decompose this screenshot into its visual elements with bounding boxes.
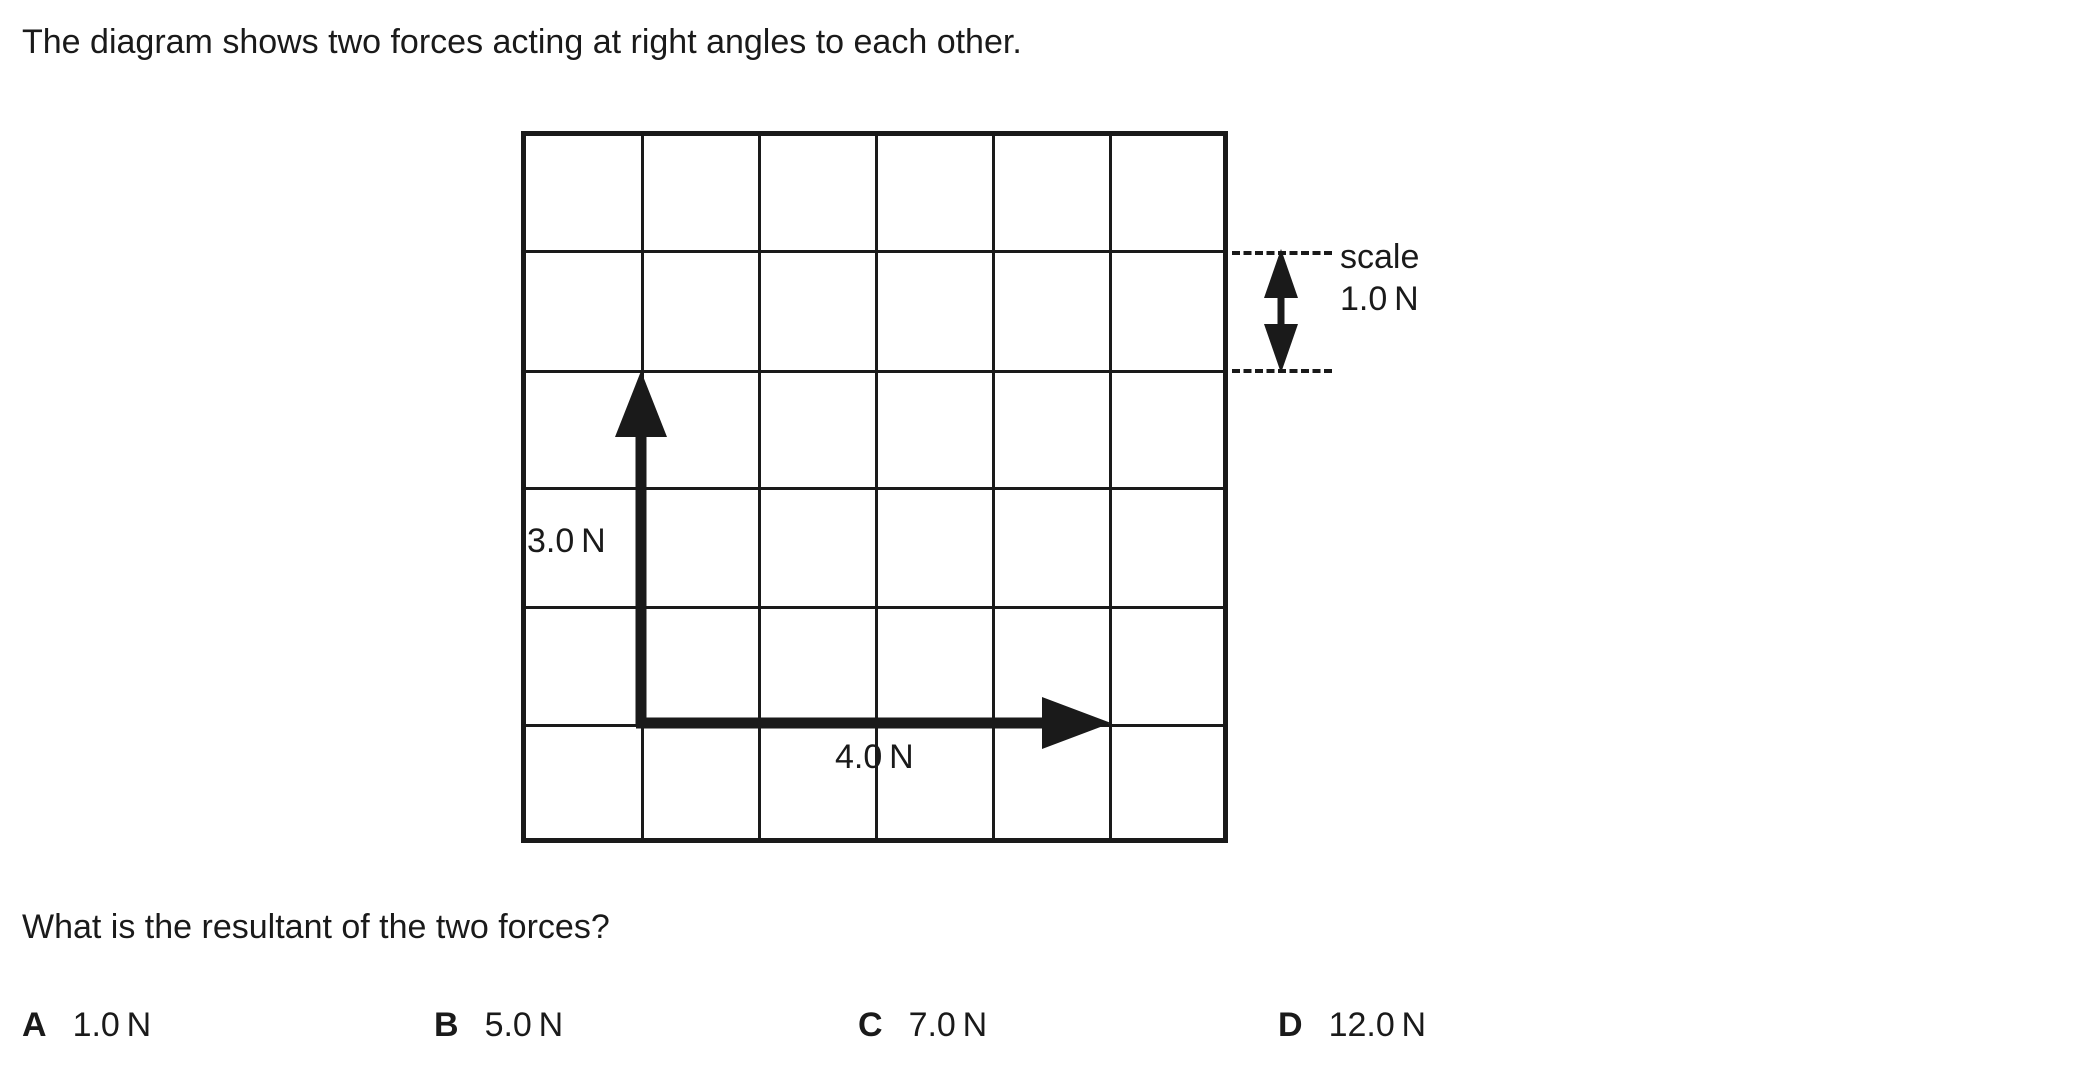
answer-option-b[interactable]: B 5.0 N [434, 1008, 563, 1042]
scale-dash-bottom [1232, 369, 1332, 373]
grid-line-horizontal [526, 724, 1223, 727]
force-vectors [615, 371, 1111, 749]
scale-value-label: 1.0 N [1340, 280, 1419, 318]
answer-option-d[interactable]: D 12.0 N [1278, 1008, 1426, 1042]
scale-key: scale 1.0 N [1232, 236, 1562, 388]
horizontal-force-label: 4.0 N [835, 738, 914, 776]
grid-line-horizontal [526, 370, 1223, 373]
scale-arrowhead-down [1264, 324, 1298, 373]
grid-line-vertical [758, 136, 761, 838]
answer-option-b-letter: B [434, 1006, 459, 1044]
answer-option-c-letter: C [858, 1006, 883, 1044]
answer-option-c[interactable]: C 7.0 N [858, 1008, 987, 1042]
grid-line-horizontal [526, 487, 1223, 490]
grid-line-horizontal [526, 606, 1223, 609]
force-grid [521, 131, 1228, 843]
answer-option-c-value: 7.0 N [908, 1006, 988, 1044]
grid-line-vertical [641, 136, 644, 838]
vertical-force-label: 3.0 N [527, 522, 606, 560]
grid-line-vertical [992, 136, 995, 838]
scale-arrowhead-up [1264, 249, 1298, 298]
answer-option-a-value: 1.0 N [72, 1006, 152, 1044]
answer-option-d-value: 12.0 N [1328, 1006, 1427, 1044]
vertical-force-arrowhead [615, 371, 667, 437]
force-diagram: 3.0 N 4.0 N scale 1.0 N [521, 131, 1562, 843]
question-text: What is the resultant of the two forces? [22, 908, 610, 946]
horizontal-force-arrow [636, 697, 1111, 749]
answer-option-a[interactable]: A 1.0 N [22, 1008, 151, 1042]
horizontal-force-arrowhead [1042, 697, 1111, 749]
intro-text: The diagram shows two forces acting at r… [22, 23, 1022, 61]
answer-options: A 1.0 N B 5.0 N C 7.0 N D 12.0 N [22, 1008, 2072, 1058]
scale-double-arrow [1264, 249, 1298, 373]
scale-dash-top [1232, 251, 1332, 255]
answer-option-d-letter: D [1278, 1006, 1303, 1044]
grid-line-vertical [1109, 136, 1112, 838]
vertical-force-arrow [615, 371, 667, 725]
answer-option-b-value: 5.0 N [484, 1006, 564, 1044]
scale-label: scale [1340, 238, 1420, 276]
answer-option-a-letter: A [22, 1006, 47, 1044]
grid-line-vertical [875, 136, 878, 838]
grid-line-horizontal [526, 250, 1223, 253]
